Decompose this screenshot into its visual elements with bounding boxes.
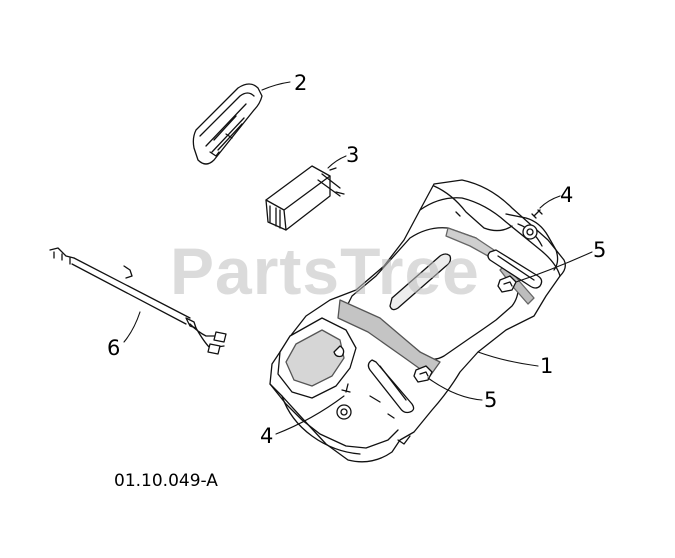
- callout-4-top: 4: [560, 183, 574, 207]
- part-3-module: [265, 165, 345, 231]
- callout-2: 2: [294, 71, 308, 95]
- callout-1: 1: [540, 354, 554, 378]
- callout-3: 3: [346, 143, 360, 167]
- diagram-code: 01.10.049-A: [114, 471, 218, 491]
- callout-5-top: 5: [593, 238, 607, 262]
- part-1-housing: [269, 179, 566, 463]
- part-6-wire-harness: [49, 247, 227, 355]
- leader-lines: [123, 81, 593, 435]
- callout-4-bottom: 4: [260, 424, 274, 448]
- watermark: PartsTree: [170, 234, 480, 308]
- callout-5-bottom: 5: [484, 388, 498, 412]
- part-2-cover: [192, 83, 263, 165]
- callout-6: 6: [107, 336, 121, 360]
